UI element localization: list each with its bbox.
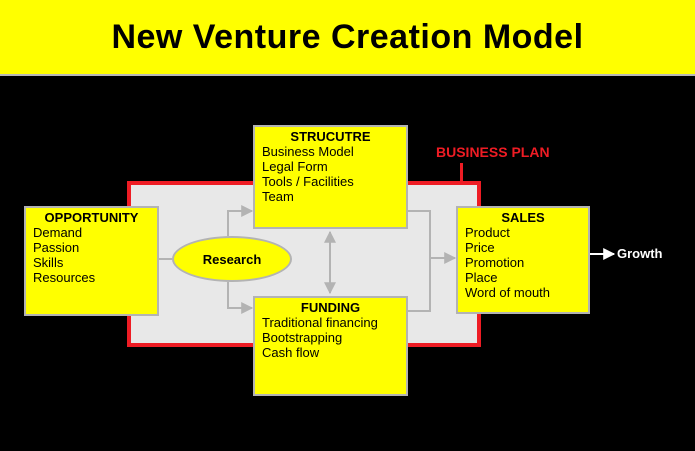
opportunity-item: Demand <box>33 225 83 240</box>
funding-item: Bootstrapping <box>262 330 343 345</box>
title-bar: New Venture Creation Model <box>0 0 695 76</box>
opportunity-box: OPPORTUNITY Demand Passion Skills Resour… <box>24 206 159 316</box>
structure-heading: STRUCUTRE <box>290 129 371 144</box>
sales-item: Promotion <box>465 255 525 270</box>
sales-heading: SALES <box>501 210 545 225</box>
structure-item: Legal Form <box>262 159 328 174</box>
sales-item: Place <box>465 270 498 285</box>
opportunity-heading: OPPORTUNITY <box>44 210 139 225</box>
sales-box: SALES Product Price Promotion Place Word… <box>456 206 590 314</box>
funding-item: Cash flow <box>262 345 320 360</box>
funding-box: FUNDING Traditional financing Bootstrapp… <box>253 296 408 396</box>
structure-item: Business Model <box>262 144 354 159</box>
sales-item: Word of mouth <box>465 285 551 300</box>
connector-structure-sales <box>408 210 431 258</box>
business-plan-pointer <box>460 163 463 183</box>
sales-item: Price <box>465 240 495 255</box>
funding-heading: FUNDING <box>300 300 361 315</box>
research-node: Research <box>172 236 292 282</box>
funding-item: Traditional financing <box>262 315 378 330</box>
business-plan-label: BUSINESS PLAN <box>436 144 550 160</box>
structure-item: Tools / Facilities <box>262 174 354 189</box>
structure-item: Team <box>262 189 294 204</box>
opportunity-item: Skills <box>33 255 64 270</box>
opportunity-item: Resources <box>33 270 96 285</box>
connector-research-structure <box>227 205 254 236</box>
sales-item: Product <box>465 225 510 240</box>
growth-label: Growth <box>617 246 663 261</box>
structure-box: STRUCUTRE Business Model Legal Form Tool… <box>253 125 408 229</box>
opportunity-item: Passion <box>33 240 80 255</box>
page-title: New Venture Creation Model <box>111 17 584 56</box>
connector-funding-sales <box>408 258 431 312</box>
connector-research-funding <box>227 282 254 314</box>
